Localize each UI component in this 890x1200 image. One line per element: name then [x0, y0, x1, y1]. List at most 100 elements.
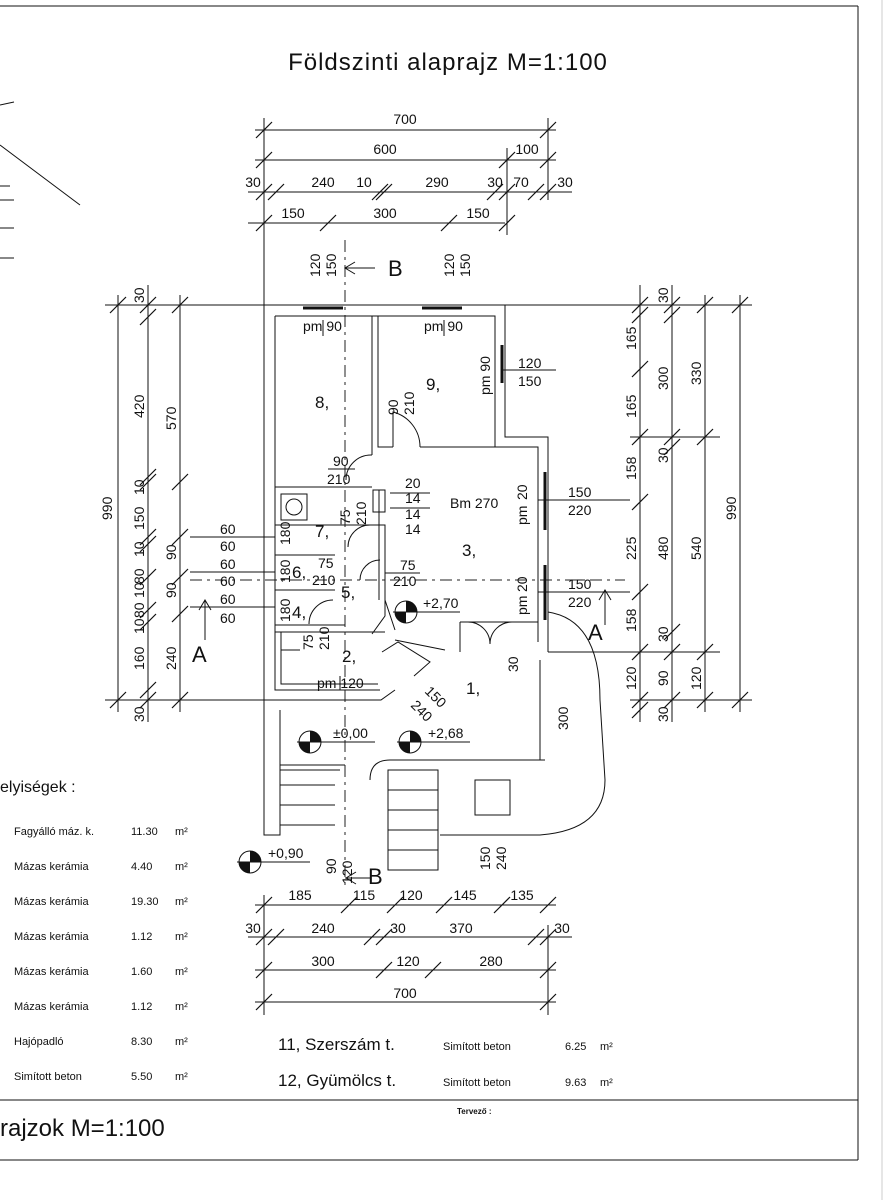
- win-150: 150: [518, 373, 542, 389]
- top-dim-30c: 30: [557, 174, 573, 190]
- win-180-7: 180: [277, 521, 293, 545]
- level-markers: +2,70 ±0,00 +2,68 +0,90: [237, 595, 470, 874]
- level-marker-000: ±0,00: [297, 725, 375, 754]
- right-dim-30d: 30: [655, 626, 671, 642]
- win-60-4a: 60: [220, 591, 236, 607]
- vent-20: 20: [405, 475, 421, 491]
- left-dim-150: 150: [131, 506, 147, 530]
- top-dim-70: 70: [513, 174, 529, 190]
- schedule-row-3-mat: Mázas kerámia: [14, 896, 89, 908]
- exterior-walls: [263, 304, 549, 701]
- schedule-heading: elyiségek :: [0, 779, 76, 796]
- room-7-label: 7,: [315, 522, 329, 541]
- top-dim-700: 700: [393, 111, 417, 127]
- sheet-title: rajzok M=1:100: [0, 1115, 165, 1142]
- schedule-row-6-unit: m²: [175, 1001, 188, 1013]
- door-75-6: 75: [318, 555, 334, 571]
- section-mark-150-bot: 150: [477, 846, 493, 870]
- section-mark-150-top2: 150: [457, 253, 473, 277]
- level-marker-270: +2,70: [393, 595, 460, 624]
- extra-room-11-area: 6.25: [565, 1041, 586, 1053]
- bot-dim-185: 185: [288, 887, 312, 903]
- section-a-left-label: A: [192, 642, 207, 667]
- right-dim-165b: 165: [623, 394, 639, 418]
- top-dim-300: 300: [373, 205, 397, 221]
- extra-room-12-mat: Simított beton: [443, 1077, 511, 1089]
- schedule-row-5-mat: Mázas kerámia: [14, 966, 89, 978]
- right-dim-90: 90: [655, 670, 671, 686]
- top-dim-10: 10: [356, 174, 372, 190]
- room-2-label: 2,: [342, 647, 356, 666]
- top-dim-150b: 150: [466, 205, 490, 221]
- section-b-top-label: B: [388, 256, 403, 281]
- schedule-row-1-area: 11.30: [131, 826, 158, 838]
- right-dim-158a: 158: [623, 456, 639, 480]
- bot-dim-300: 300: [311, 953, 335, 969]
- bot-dim-240: 240: [311, 920, 335, 936]
- right-dim-158b: 158: [623, 608, 639, 632]
- schedule-row-8-area: 5.50: [131, 1071, 152, 1083]
- schedule-row-2-area: 4.40: [131, 861, 152, 873]
- schedule-row-3-unit: m²: [175, 896, 188, 908]
- ceiling-bm270: Bm 270: [450, 495, 498, 511]
- top-dim-290: 290: [425, 174, 449, 190]
- right-dim-30b: 30: [655, 706, 671, 722]
- bot-dim-115: 115: [353, 887, 376, 903]
- win-180-4: 180: [277, 598, 293, 622]
- section-b: B 120 150 120 150 B 90 120 150 240: [307, 240, 509, 890]
- bot-dim-135: 135: [510, 887, 534, 903]
- bot-dim-280: 280: [479, 953, 503, 969]
- left-dim-240: 240: [163, 646, 179, 670]
- schedule-row-6-area: 1.12: [131, 1001, 152, 1013]
- win-60-6b: 60: [220, 573, 236, 589]
- schedule-row-8-mat: Simított beton: [14, 1071, 82, 1083]
- left-dim-160: 160: [131, 646, 147, 670]
- svg-text:+2,68: +2,68: [428, 725, 464, 741]
- right-dim-300: 300: [655, 366, 671, 390]
- interior-walls: [275, 316, 538, 685]
- bot-dim-700: 700: [393, 985, 417, 1001]
- svg-text:±0,00: ±0,00: [333, 725, 368, 741]
- right-dim-30c: 30: [655, 447, 671, 463]
- right-dim-120b: 120: [688, 666, 704, 690]
- room-labels: 8, 9, 7, 6, 5, 4, 3, 2, 1,: [292, 375, 480, 698]
- left-dim-30b: 30: [131, 706, 147, 722]
- bot-dim-30b: 30: [390, 920, 406, 936]
- right-dim-540: 540: [688, 536, 704, 560]
- right-dimensions: 30 165 165 158 225 158 120 30 300 30 480…: [505, 285, 752, 722]
- right-dim-120a: 120: [623, 666, 639, 690]
- bot-dim-370: 370: [449, 920, 473, 936]
- section-mark-240-bot: 240: [493, 846, 509, 870]
- section-mark-150-top: 150: [323, 253, 339, 277]
- schedule-row-1-unit: m²: [175, 826, 188, 838]
- win-20b: 20: [514, 576, 530, 592]
- roof-sketch: [0, 101, 81, 259]
- left-dim-10a: 10: [131, 479, 147, 495]
- section-a: A A: [190, 579, 625, 667]
- section-a-right-label: A: [588, 620, 603, 645]
- right-dim-30a: 30: [655, 287, 671, 303]
- title-block: Tervező : rajzok M=1:100: [0, 1107, 492, 1142]
- opening-annotations: pm 90 pm 90 pm 90 120 150 90 210 90 210 …: [190, 318, 630, 730]
- room-8-label: 8,: [315, 393, 329, 412]
- schedule-row-6-mat: Mázas kerámia: [14, 1001, 89, 1013]
- section-mark-120-top2: 120: [441, 253, 457, 277]
- door-90-a: 90: [385, 399, 401, 415]
- drawing-title: Földszinti alaprajz M=1:100: [288, 49, 608, 76]
- door-210-b: 210: [327, 471, 351, 487]
- svg-text:+2,70: +2,70: [423, 595, 459, 611]
- top-dim-240: 240: [311, 174, 335, 190]
- bottom-dimensions: 185 115 120 145 135 30 240 30 370 30 300…: [245, 887, 572, 1015]
- schedule-row-7-mat: Hajópadló: [14, 1036, 64, 1048]
- right-dim-225: 225: [623, 536, 639, 560]
- vent-14b: 14: [405, 506, 421, 522]
- door-210-4: 210: [316, 626, 332, 650]
- left-dim-30a: 30: [131, 287, 147, 303]
- left-dim-90b: 90: [163, 582, 179, 598]
- extra-room-12-area: 9.63: [565, 1077, 586, 1089]
- door-210-a: 210: [401, 391, 417, 415]
- terrace-30: 30: [505, 656, 521, 672]
- left-dim-80a: 80: [131, 568, 147, 584]
